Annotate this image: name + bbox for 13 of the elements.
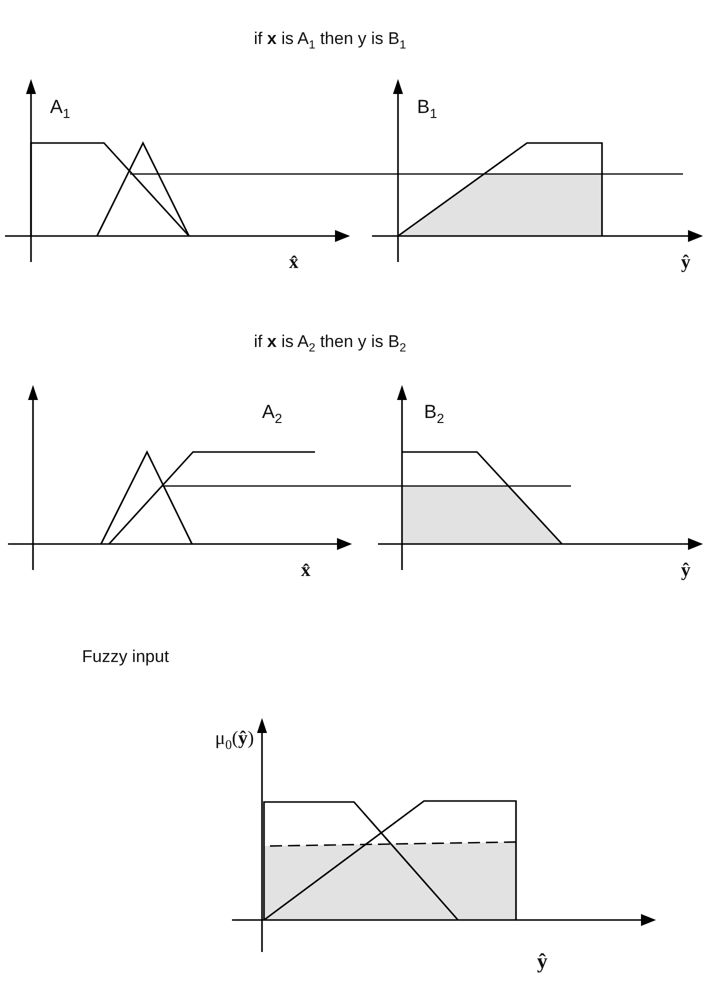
axis-label: x̂: [289, 253, 298, 274]
set-label: B$_{1}$: [417, 98, 438, 122]
rule-heading: if x is A$_{1}$ then y is B$_{1}$: [254, 30, 406, 52]
rule-heading: if x is A$_{2}$ then y is B$_{2}$: [254, 333, 406, 354]
input-note: Fuzzy input: [82, 648, 169, 667]
axis-label: ŷ: [537, 950, 548, 974]
set-label: B$_{2}$: [424, 403, 444, 426]
axis-label: ŷ: [681, 561, 690, 582]
axis-label: μ$_{0}$(ŷ): [215, 729, 254, 752]
axis-label: x̂: [301, 561, 310, 582]
set-label: A$_{2}$: [262, 403, 282, 426]
set-label: A$_{1}$: [50, 98, 70, 122]
axis-label: ŷ: [681, 253, 690, 274]
